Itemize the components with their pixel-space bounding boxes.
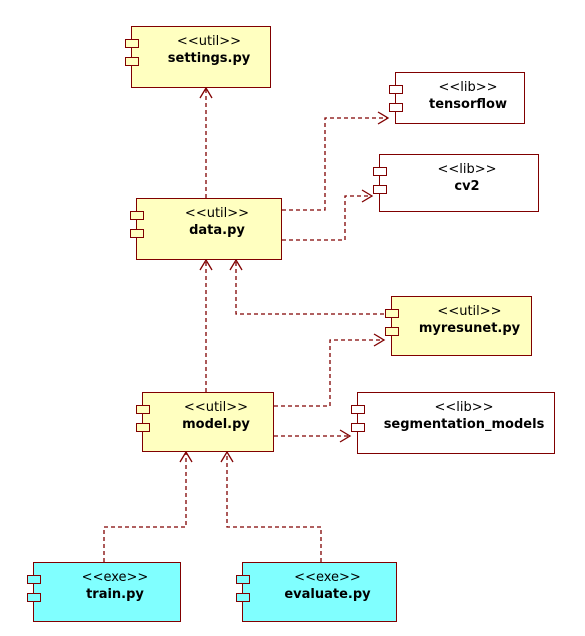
component-cv2: <<lib>> cv2: [373, 154, 539, 212]
component-port-icon: [373, 185, 387, 194]
stereotype-label: <<lib>>: [437, 162, 497, 177]
arrowhead-data-2: [199, 258, 213, 271]
stereotype-label: <<exe>>: [81, 570, 149, 585]
arrowhead-model-1: [179, 450, 193, 463]
component-port-icon: [125, 57, 139, 66]
component-name: settings.py: [167, 51, 251, 66]
component-settings: <<util>> settings.py: [125, 26, 271, 88]
dep-myresunet-data: [235, 260, 384, 315]
component-name: train.py: [86, 587, 144, 602]
dep-model-myresunet: [274, 339, 384, 407]
component-port-icon: [351, 405, 365, 414]
component-port-icon: [389, 85, 403, 94]
component-name: model.py: [182, 417, 250, 432]
component-port-icon: [136, 405, 150, 414]
stereotype-label: <<lib>>: [434, 400, 494, 415]
arrowhead-myresunet: [373, 333, 386, 347]
component-name: segmentation_models: [383, 417, 545, 432]
stereotype-label: <<lib>>: [438, 80, 498, 95]
component-port-icon: [373, 167, 387, 176]
component-myresunet: <<util>> myresunet.py: [385, 296, 532, 356]
dep-data-tensorflow: [282, 117, 388, 211]
component-port-icon: [136, 423, 150, 432]
arrowhead-data-1: [229, 258, 243, 271]
component-port-icon: [125, 39, 139, 48]
component-name: evaluate.py: [284, 587, 371, 602]
arrowhead-settings: [199, 86, 213, 99]
stereotype-label: <<util>>: [437, 304, 502, 319]
component-port-icon: [385, 327, 399, 336]
component-port-icon: [130, 229, 144, 238]
arrowhead-cv2: [361, 189, 374, 203]
dep-data-cv2: [282, 195, 372, 241]
component-port-icon: [385, 309, 399, 318]
dep-train-model: [103, 452, 187, 562]
component-name: tensorflow: [429, 97, 507, 112]
component-tensorflow: <<lib>> tensorflow: [389, 72, 525, 124]
component-name: data.py: [189, 223, 245, 238]
component-evaluate: <<exe>> evaluate.py: [236, 562, 397, 622]
component-port-icon: [27, 593, 41, 602]
component-port-icon: [130, 211, 144, 220]
stereotype-label: <<util>>: [176, 34, 242, 49]
stereotype-label: <<util>>: [184, 206, 250, 221]
component-name: cv2: [454, 179, 480, 194]
component-train: <<exe>> train.py: [27, 562, 181, 622]
component-port-icon: [389, 103, 403, 112]
component-port-icon: [236, 575, 250, 584]
arrowhead-segmentation: [339, 429, 352, 443]
stereotype-label: <<util>>: [183, 400, 249, 415]
component-model: <<util>> model.py: [136, 392, 274, 452]
component-port-icon: [27, 575, 41, 584]
component-name: myresunet.py: [418, 321, 521, 336]
component-segmentation-models: <<lib>> segmentation_models: [351, 392, 555, 454]
arrowhead-model-2: [220, 450, 234, 463]
dep-evaluate-model: [226, 452, 322, 562]
component-port-icon: [236, 593, 250, 602]
stereotype-label: <<exe>>: [294, 570, 361, 585]
arrowhead-tensorflow: [377, 111, 390, 125]
component-port-icon: [351, 423, 365, 432]
component-data: <<util>> data.py: [130, 198, 282, 260]
